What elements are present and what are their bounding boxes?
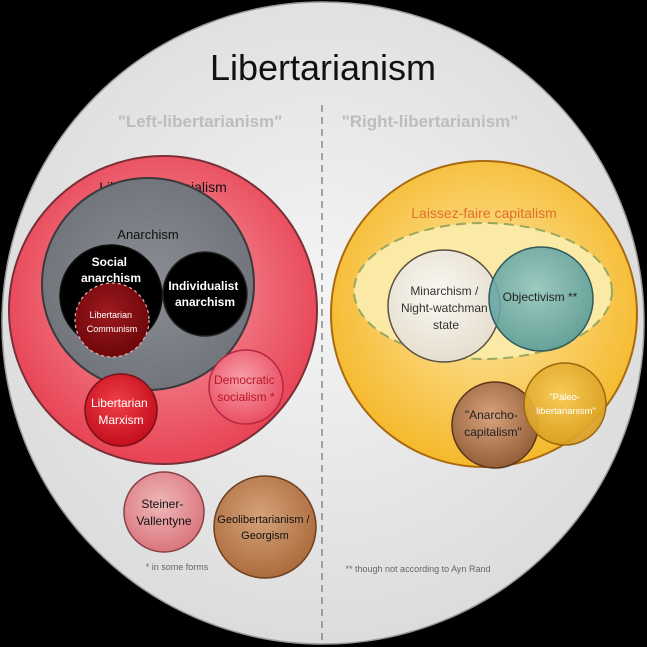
objectivism-label: Objectivism ** xyxy=(503,290,578,304)
libertarian-marxism-label: Libertarian Marxism xyxy=(91,396,151,427)
libertarian-communism-label: Libertarian Communism xyxy=(87,310,138,334)
anarchism-label: Anarchism xyxy=(117,227,178,242)
democratic-socialism-circle xyxy=(208,349,284,425)
geolibertarianism-circle xyxy=(213,475,317,579)
democratic-socialism-label: Democratic socialism * xyxy=(214,373,278,404)
paleo-libertarianism-label: "Paleo- libertarianism" xyxy=(536,392,596,417)
left-libertarianism-header: "Left-libertarianism" xyxy=(118,112,282,131)
individualist-anarchism-circle xyxy=(162,251,248,337)
page-title: Libertarianism xyxy=(210,47,436,88)
libertarian-marxism-circle xyxy=(84,373,158,447)
right-libertarianism-header: "Right-libertarianism" xyxy=(342,112,519,131)
social-anarchism-label: Social anarchism xyxy=(81,255,141,285)
anarcho-capitalism-label: "Anarcho- capitalism" xyxy=(464,408,522,439)
libertarian-communism-circle xyxy=(74,282,150,358)
steiner-vallentyne-circle xyxy=(123,471,205,553)
left-footnote: * in some forms xyxy=(146,562,209,572)
geolibertarianism-label: Geolibertarianism / Georgism xyxy=(217,514,312,542)
minarchism-label: Minarchism / Night-watchman state xyxy=(401,284,491,332)
laissez-faire-label: Laissez-faire capitalism xyxy=(411,205,557,221)
individualist-anarchism-label: Individualist anarchism xyxy=(168,279,241,309)
objectivism-circle xyxy=(488,246,594,352)
right-footnote: ** though not according to Ayn Rand xyxy=(346,564,491,574)
paleo-libertarianism-circle xyxy=(523,362,607,446)
steiner-vallentyne-label: Steiner- Vallentyne xyxy=(136,497,191,528)
